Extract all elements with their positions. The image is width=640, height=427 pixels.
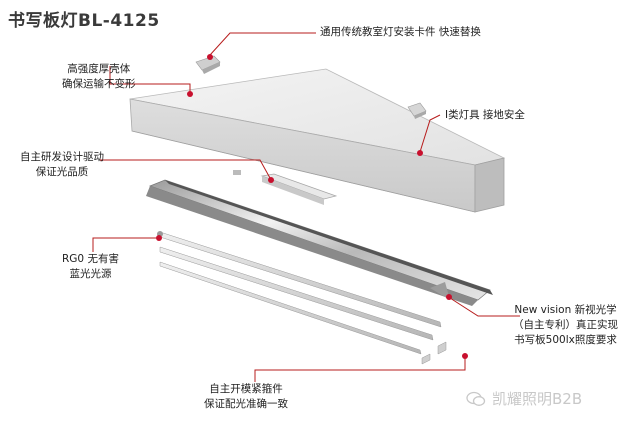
callout-clamp-line2: 保证配光准确一致	[204, 398, 288, 410]
callout-rg0-line1: RG0 无有害	[62, 253, 119, 265]
callout-optics-line2: （自主专利）真正实现	[513, 319, 618, 331]
callout-driver-line1: 自主研发设计驱动	[20, 151, 104, 163]
callout-housing-line1: 高强度厚壳体	[67, 63, 131, 75]
clamp-parts	[421, 341, 447, 365]
callout-card-slot: 通用传统教室灯安装卡件 快速替换	[320, 26, 481, 38]
lamp-housing	[129, 68, 506, 213]
driver-module	[233, 170, 338, 205]
callout-optics: New vision 新视光学 （自主专利）真正实现 书写板500lx照度要求	[513, 303, 618, 348]
reflector-optic	[146, 179, 493, 306]
callout-leaders	[92, 32, 520, 382]
watermark-text: 凯耀照明B2B	[492, 390, 583, 408]
callout-rg0: RG0 无有害 蓝光光源	[62, 252, 119, 282]
watermark: 凯耀照明B2B	[466, 388, 582, 409]
callout-dots	[156, 54, 468, 359]
callout-optics-line1: New vision 新视光学	[514, 304, 617, 316]
callout-clamp: 自主开模紧箍件 保证配光准确一致	[204, 382, 288, 412]
callout-rg0-line2: 蓝光光源	[69, 268, 112, 280]
callout-housing: 高强度厚壳体 确保运输不变形	[62, 62, 136, 92]
callout-clamp-line1: 自主开模紧箍件	[209, 383, 283, 395]
mounting-clip-right	[407, 102, 427, 119]
callout-housing-line2: 确保运输不变形	[62, 78, 136, 90]
callout-ground: I类灯具 接地安全	[445, 109, 525, 121]
wechat-icon	[466, 391, 486, 406]
callout-driver-line2: 保证光品质	[35, 166, 89, 178]
callout-optics-line3: 书写板500lx照度要求	[514, 334, 617, 346]
led-light-source	[157, 231, 442, 355]
product-title: 书写板灯BL-4125	[8, 11, 160, 31]
callout-driver: 自主研发设计驱动 保证光品质	[20, 150, 104, 180]
